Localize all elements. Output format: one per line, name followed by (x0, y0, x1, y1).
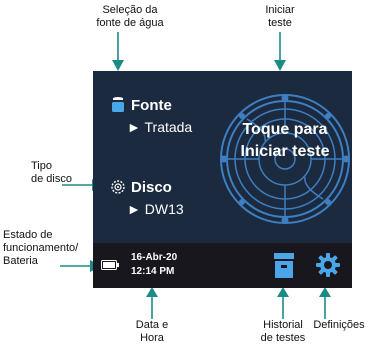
callout-line: fonte de água (96, 17, 164, 29)
arrow-start-test (274, 32, 286, 71)
disc-label: Disco (131, 179, 172, 196)
callout-line: Hora (140, 332, 164, 344)
callout-start-test: Iniciar teste (250, 4, 310, 30)
callout-line: de disco (31, 173, 72, 185)
water-source-label: Fonte (131, 97, 172, 114)
callout-disc-type: Tipo de disco (31, 160, 91, 186)
arrow-settings (319, 287, 331, 319)
callout-water-source: Seleção da fonte de água (82, 4, 178, 30)
callout-test-history: Historial de testes (253, 319, 313, 345)
arrow-water-source (112, 32, 124, 71)
callout-line: de testes (260, 332, 306, 344)
disc-value: ► DW13 (127, 201, 184, 217)
disc-icon (111, 180, 125, 194)
settings-button[interactable] (315, 252, 341, 278)
time-text: 12:14 PM (131, 266, 175, 277)
start-test-line: Toque para (242, 121, 328, 138)
callout-line: Iniciar (265, 4, 295, 16)
start-test-label: Toque para Iniciar teste (221, 119, 349, 163)
start-test-button[interactable] (217, 71, 352, 243)
start-test-line: Iniciar teste (240, 143, 330, 160)
water-source-value: ► Tratada (127, 119, 193, 135)
callout-line: Tipo (31, 160, 52, 172)
archive-icon (274, 253, 294, 278)
callout-status-battery: Estado de funcionamento/ Bateria (3, 229, 95, 268)
arrow-date-time (146, 287, 158, 319)
callout-line: Historial (263, 319, 303, 331)
date-text: 16-Abr-20 (131, 252, 178, 263)
callout-settings: Definições (306, 319, 372, 332)
status-bar: 16-Abr-20 12:14 PM (93, 243, 352, 288)
disc-graphic-icon (220, 94, 350, 224)
callout-line: Bateria (3, 255, 38, 267)
device-screen: Toque para Iniciar teste Fonte ► Tratada… (93, 71, 352, 288)
arrow-test-history (277, 287, 289, 319)
gear-icon (316, 253, 340, 277)
callout-line: Seleção da (102, 4, 158, 16)
battery-icon (101, 260, 119, 270)
callout-line: teste (268, 17, 292, 29)
disc-type-selector[interactable]: Disco ► DW13 (105, 175, 215, 221)
water-source-icon (112, 97, 124, 112)
test-history-button[interactable] (272, 251, 298, 281)
callout-line: Data e (135, 319, 169, 331)
callout-date-time: Data e Hora (122, 319, 182, 345)
callout-line: Definições (313, 319, 365, 331)
callout-line: Estado de (3, 229, 53, 241)
callout-line: funcionamento/ (3, 242, 79, 254)
water-source-selector[interactable]: Fonte ► Tratada (105, 93, 215, 139)
